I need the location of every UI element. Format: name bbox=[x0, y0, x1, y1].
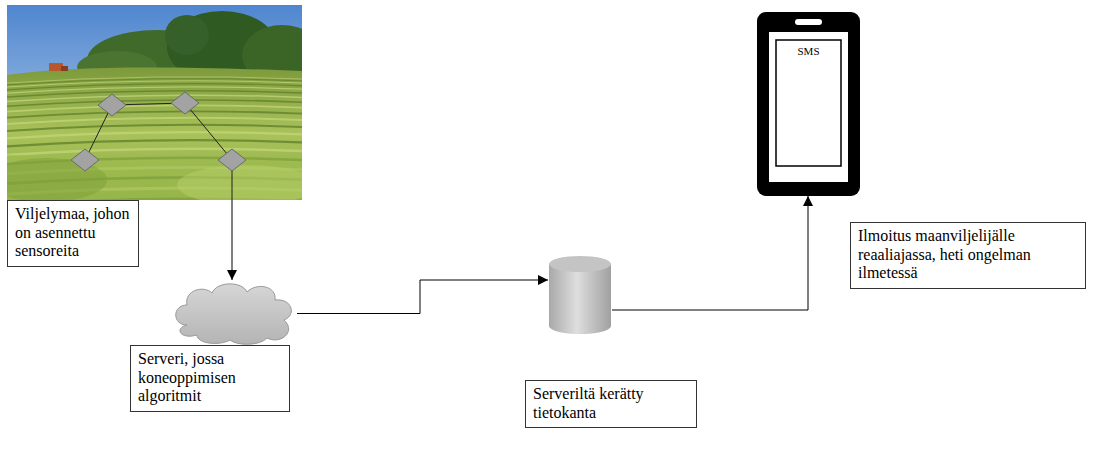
caption-box: Viljelymaa, johon on asennettu sensoreit… bbox=[7, 200, 139, 267]
vineyard-photo bbox=[7, 5, 302, 200]
caption-box: Serveri, jossa koneoppimisen algoritmit bbox=[130, 345, 290, 412]
connector-arrow bbox=[297, 280, 548, 314]
connector-arrow bbox=[232, 200, 233, 280]
phone-node: SMSIlmoitus maanviljelijälle reaaliajass… bbox=[757, 12, 860, 196]
screen-text: SMS bbox=[776, 45, 841, 58]
database-node: Serveriltä kerätty tietokanta bbox=[548, 255, 612, 335]
field-node: Viljelymaa, johon on asennettu sensoreit… bbox=[7, 5, 302, 200]
caption-box: Serveriltä kerätty tietokanta bbox=[525, 380, 697, 428]
smartphone bbox=[757, 12, 860, 196]
database-cylinder bbox=[548, 255, 612, 335]
server-node: Serveri, jossa koneoppimisen algoritmit bbox=[172, 280, 297, 347]
caption-box: Ilmoitus maanviljelijälle reaaliajassa, … bbox=[850, 222, 1086, 289]
cloud-shape bbox=[172, 280, 297, 347]
connector-arrow bbox=[612, 196, 808, 310]
